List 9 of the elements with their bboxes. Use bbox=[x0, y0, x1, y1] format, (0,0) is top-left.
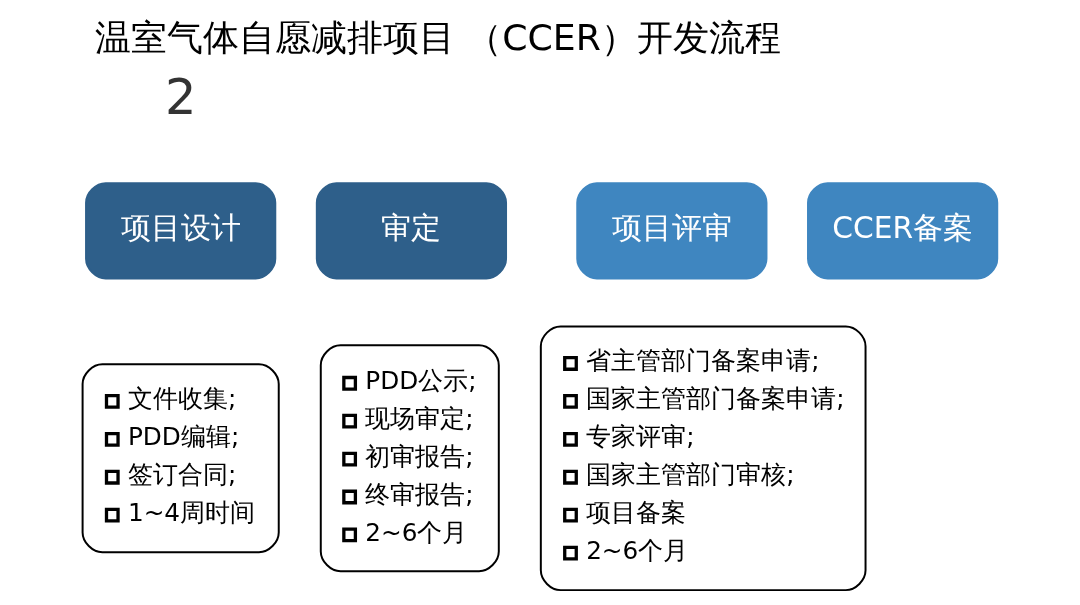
node-box: 文件收集; PDD编辑; 签订合同; 1~4周时间 bbox=[81, 363, 280, 554]
node-box: 省主管部门备案申请; 国家主管部门备案申请; 专家评审; 国家主管部门审核; 项目备案 2~6个月 bbox=[539, 325, 867, 592]
node-box: 项目设计 bbox=[85, 182, 277, 280]
label: 2 bbox=[164, 67, 197, 126]
node-box: 审定 bbox=[315, 182, 508, 280]
diagram-title: 温室气体自愿减排项目 （CCER）开发流程 bbox=[94, 16, 781, 60]
node-box: CCER备案 bbox=[807, 182, 999, 280]
node-box: PDD公示; 现场审定; 初审报告; 终审报告; 2~6个月 bbox=[319, 344, 500, 573]
node-box: 项目评审 bbox=[576, 182, 768, 280]
